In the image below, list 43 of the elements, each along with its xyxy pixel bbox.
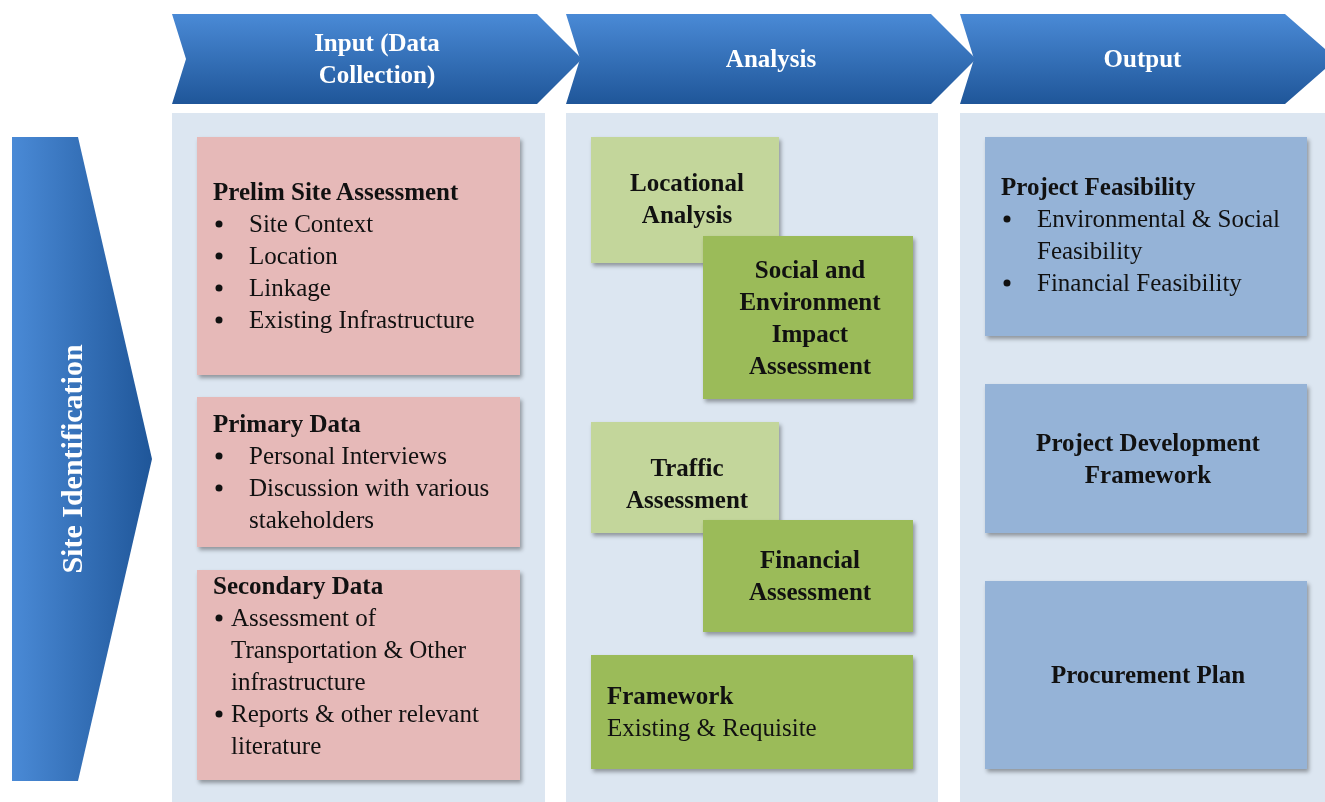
list-item-text: Discussion with various stakeholders xyxy=(249,473,491,535)
list-item-text: Site Context xyxy=(249,209,375,239)
box-heading: Procurement Plan xyxy=(1050,660,1246,690)
content-box xyxy=(197,137,520,375)
arrow-banner xyxy=(12,137,152,781)
list-item-text: Reports & other relevant literature xyxy=(231,699,480,761)
header-label: Input (Data Collection) xyxy=(313,28,441,90)
box-text: Existing & Requisite xyxy=(607,713,818,743)
box-heading: Secondary Data xyxy=(213,571,385,601)
chevron-header xyxy=(566,14,976,104)
box-heading: Locational Analysis xyxy=(629,168,745,230)
column-panel xyxy=(172,113,545,802)
header-label: Analysis xyxy=(725,44,817,74)
vertical-label: Site Identification xyxy=(55,344,89,574)
content-box xyxy=(703,236,913,399)
chevron-header xyxy=(960,14,1325,104)
content-box xyxy=(703,520,913,632)
content-box xyxy=(591,422,779,533)
list-item-text: Location xyxy=(249,241,339,271)
content-box xyxy=(197,397,520,547)
list-item-text: Assessment of Transportation & Other infrastructure xyxy=(231,603,468,697)
box-heading: Project Feasibility xyxy=(1001,172,1197,202)
box-heading: Project Development Framework xyxy=(1035,427,1261,490)
list-item-text: Linkage xyxy=(249,273,332,303)
column-panel xyxy=(960,113,1325,802)
box-heading: Prelim Site Assessment xyxy=(213,177,460,207)
list-item-text: Existing Infrastructure xyxy=(249,305,476,335)
box-heading: Social and Environment Impact Assessment xyxy=(738,254,882,381)
content-box xyxy=(985,384,1307,533)
list-item-text: Personal Interviews xyxy=(249,441,448,471)
list-item-text: Financial Feasibility xyxy=(1037,268,1243,298)
box-heading: Financial Assessment xyxy=(747,545,873,607)
box-heading: Primary Data xyxy=(213,409,362,439)
header-label: Output xyxy=(1103,44,1182,74)
box-heading: Framework xyxy=(607,681,735,711)
content-box xyxy=(985,137,1307,336)
box-heading: Traffic Assessment xyxy=(624,453,750,515)
list-item-text: Environmental & Social Feasibility xyxy=(1037,204,1281,266)
chevron-header xyxy=(172,14,582,104)
column-panel xyxy=(566,113,938,802)
content-box xyxy=(985,581,1307,769)
content-box xyxy=(591,655,913,769)
content-box xyxy=(197,570,520,780)
